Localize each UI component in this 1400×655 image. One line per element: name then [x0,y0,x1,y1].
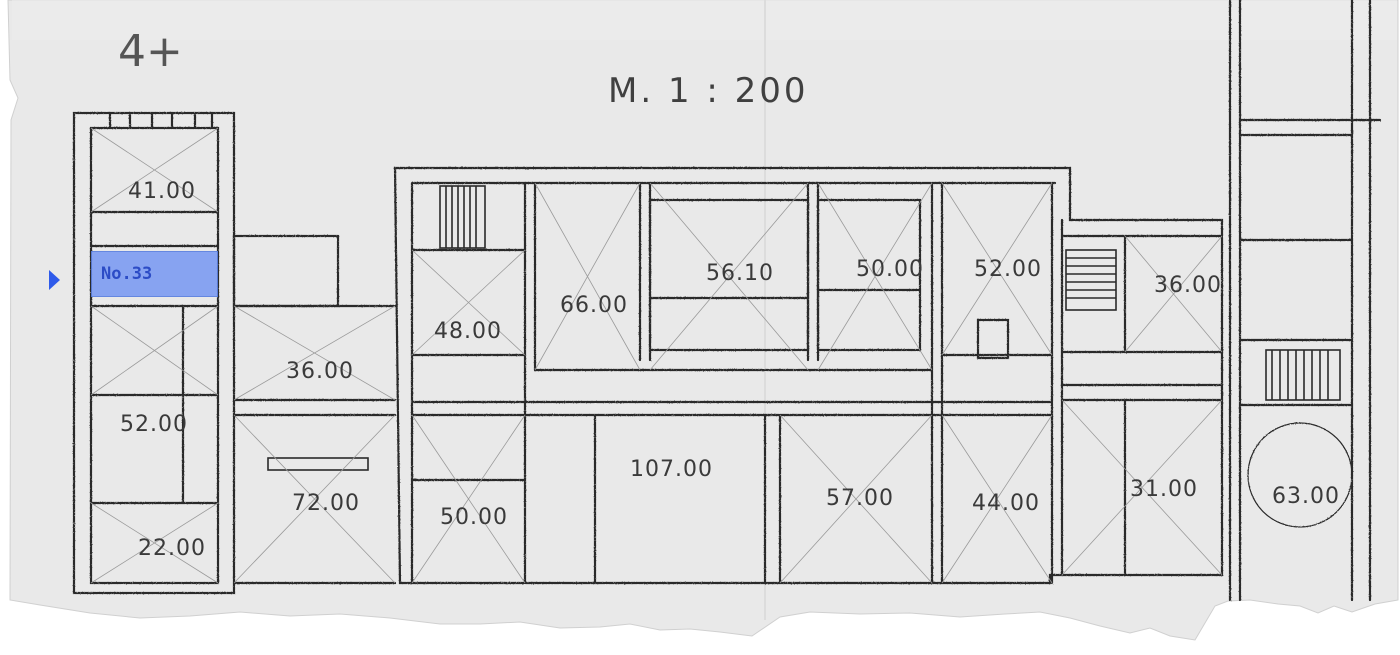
room-label: 41.00 [128,179,196,204]
room-labels: 41.00 36.00 52.00 22.00 72.00 48.00 50.0… [120,179,1340,561]
scale-title: M. 1 : 200 [608,71,809,111]
annotation-label: No.33 [101,264,153,284]
room-label: 72.00 [292,491,360,516]
corner-mark: 4+ [118,26,183,77]
room-label: 44.00 [972,491,1040,516]
room-label: 31.00 [1130,477,1198,502]
paper-sheet [7,0,1399,641]
room-label: 52.00 [974,257,1042,282]
room-label: 36.00 [286,359,354,384]
room-label: 63.00 [1272,484,1340,509]
room-label: 107.00 [630,457,713,482]
room-label: 48.00 [434,319,502,344]
room-label: 50.00 [856,257,924,282]
room-label: 52.00 [120,412,188,437]
room-label: 50.00 [440,505,508,530]
room-annotation-highlight[interactable]: No.33 [91,251,218,297]
room-label: 36.00 [1154,273,1222,298]
room-label: 57.00 [826,486,894,511]
room-label: 22.00 [138,536,206,561]
room-label: 66.00 [560,293,628,318]
room-label: 56.10 [706,261,774,286]
pointer-arrow-icon[interactable] [49,270,60,290]
